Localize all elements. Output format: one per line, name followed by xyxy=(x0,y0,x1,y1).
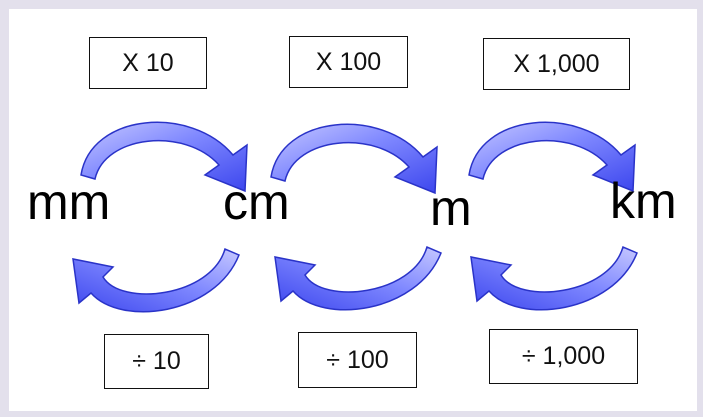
divide-label-cm-to-mm: ÷ 10 xyxy=(132,347,181,375)
conversion-diagram: X 10 X 100 X 1,000 xyxy=(9,9,697,411)
multiply-label-cm-to-m: X 100 xyxy=(315,47,382,76)
unit-cm: cm xyxy=(223,174,290,230)
divide-label-km-to-m: ÷ 1,000 xyxy=(521,342,606,370)
unit-km: km xyxy=(610,173,677,229)
divide-box-m-to-cm: ÷ 100 xyxy=(298,332,417,388)
divide-box-km-to-m: ÷ 1,000 xyxy=(489,329,638,384)
multiply-label-mm-to-cm: X 10 xyxy=(122,48,174,77)
unit-mm: mm xyxy=(27,174,111,230)
multiply-label-m-to-km: X 1,000 xyxy=(513,49,600,78)
curved-arrow-left-icon xyxy=(72,248,240,313)
curved-arrow-right-icon xyxy=(270,123,438,194)
multiply-box-cm-to-m: X 100 xyxy=(289,36,408,88)
divide-box-cm-to-mm: ÷ 10 xyxy=(104,334,209,389)
multiply-box-m-to-km: X 1,000 xyxy=(483,38,630,90)
curved-arrow-left-icon xyxy=(274,246,442,311)
unit-m: m xyxy=(430,180,472,236)
divide-label-m-to-cm: ÷ 100 xyxy=(326,345,389,374)
curved-arrow-left-icon xyxy=(470,246,638,311)
multiply-box-mm-to-cm: X 10 xyxy=(89,37,207,89)
